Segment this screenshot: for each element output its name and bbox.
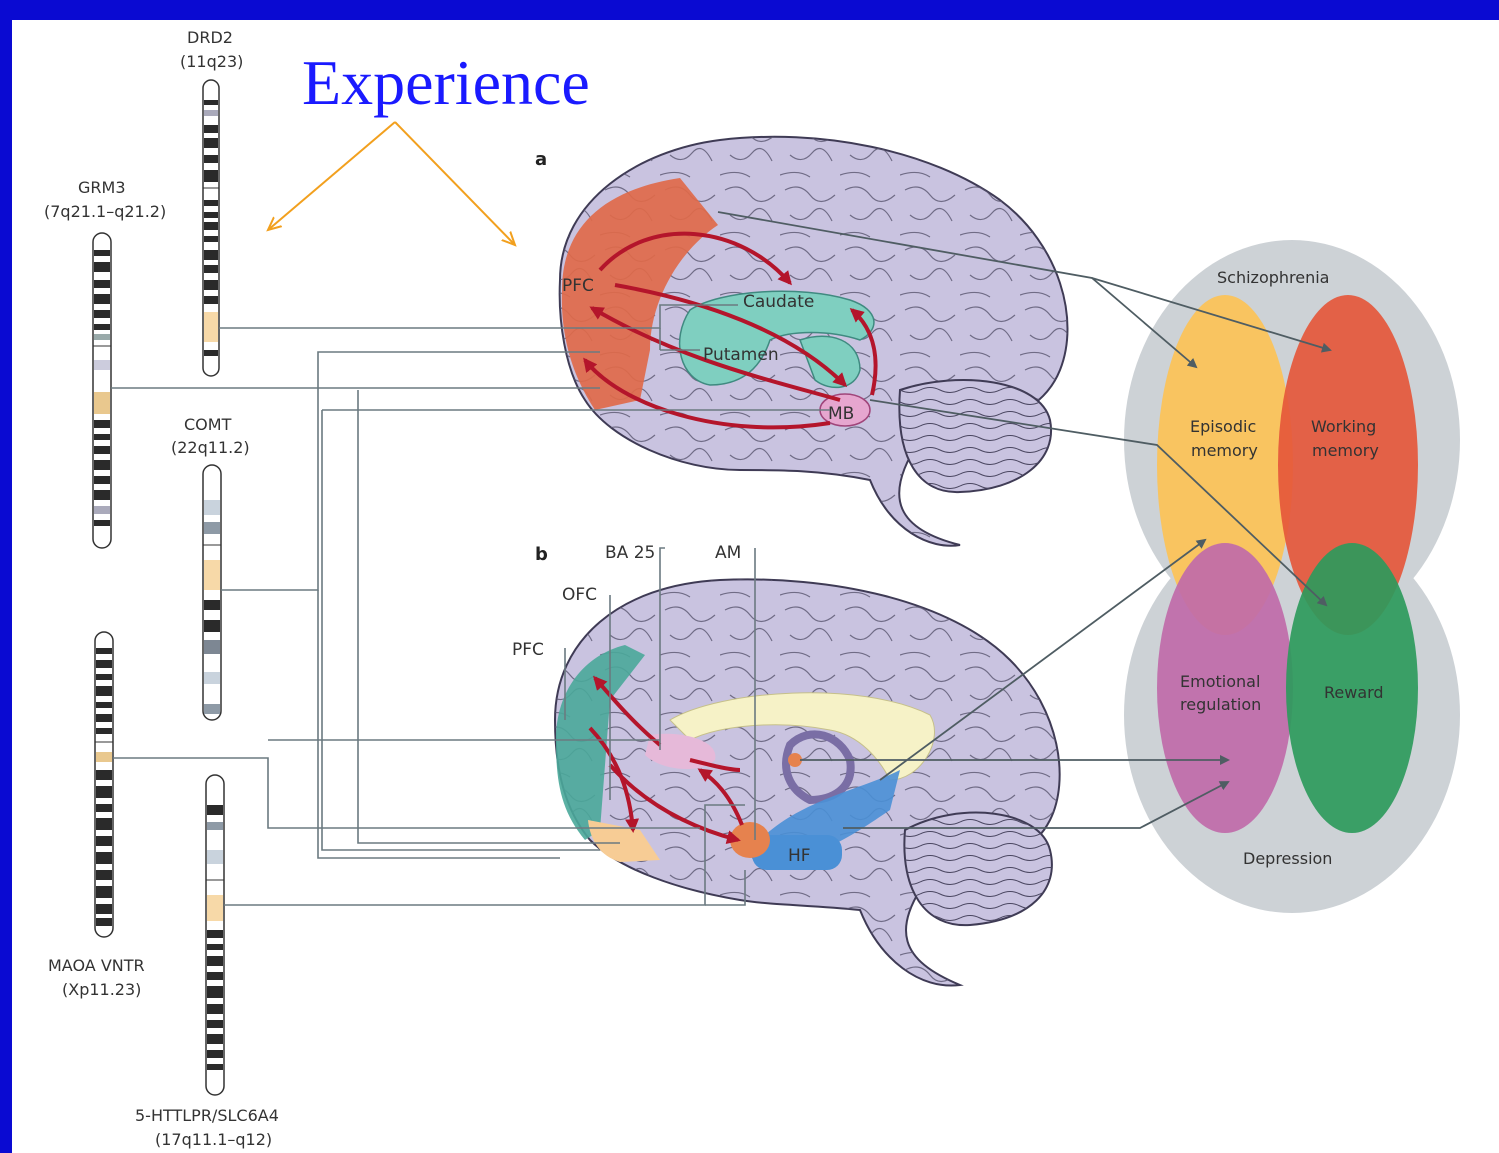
chromosome-grm3 (92, 232, 112, 549)
brain-b-panel-label: b (535, 544, 548, 565)
gene-httlpr-locus: (17q11.1–q12) (155, 1130, 272, 1149)
label-episodic-1: Episodic (1190, 417, 1256, 436)
brain-b-pfc: PFC (512, 640, 544, 660)
brain-b-am: AM (715, 543, 741, 563)
brain-b-ofc: OFC (562, 585, 597, 605)
brain-a (558, 135, 1069, 547)
label-depression: Depression (1243, 849, 1332, 868)
gene-drd2-locus: (11q23) (180, 52, 243, 71)
brain-a-putamen: Putamen (703, 345, 779, 365)
brain-a-mb: MB (828, 404, 854, 424)
gene-grm3-name: GRM3 (78, 178, 126, 197)
brain-b-hf: HF (788, 846, 811, 866)
chromosome-httlpr (205, 774, 225, 1096)
brain-to-domain-arrows (717, 211, 1332, 829)
domain-ellipses (1157, 295, 1418, 833)
brain-a-panel-label: a (535, 149, 547, 170)
label-reward: Reward (1324, 683, 1384, 702)
chromosome-comt (202, 464, 222, 721)
gene-comt-locus: (22q11.2) (171, 438, 250, 457)
chromosome-maoa (94, 631, 114, 938)
label-episodic-2: memory (1191, 441, 1258, 460)
gene-connectors (111, 304, 830, 906)
gene-grm3-locus: (7q21.1–q21.2) (44, 202, 166, 221)
label-schizophrenia: Schizophrenia (1217, 268, 1329, 287)
brain-b-leaders (564, 547, 756, 840)
gene-comt-name: COMT (184, 415, 232, 434)
label-working-1: Working (1311, 417, 1376, 436)
brain-a-caudate: Caudate (743, 292, 814, 312)
gene-maoa-locus: (Xp11.23) (62, 980, 141, 999)
title-experience: Experience (302, 47, 590, 118)
label-emotional-1: Emotional (1180, 672, 1260, 691)
label-emotional-2: regulation (1180, 695, 1261, 714)
gene-httlpr-name: 5-HTTLPR/SLC6A4 (135, 1106, 279, 1125)
gene-drd2-name: DRD2 (187, 28, 233, 47)
experience-arrows (268, 121, 515, 245)
label-working-2: memory (1312, 441, 1379, 460)
gene-maoa-name: MAOA VNTR (48, 956, 145, 975)
brain-b (553, 578, 1061, 987)
brain-b-ba25: BA 25 (605, 543, 655, 563)
chromosome-drd2 (202, 79, 220, 377)
brain-a-pfc: PFC (562, 276, 594, 296)
